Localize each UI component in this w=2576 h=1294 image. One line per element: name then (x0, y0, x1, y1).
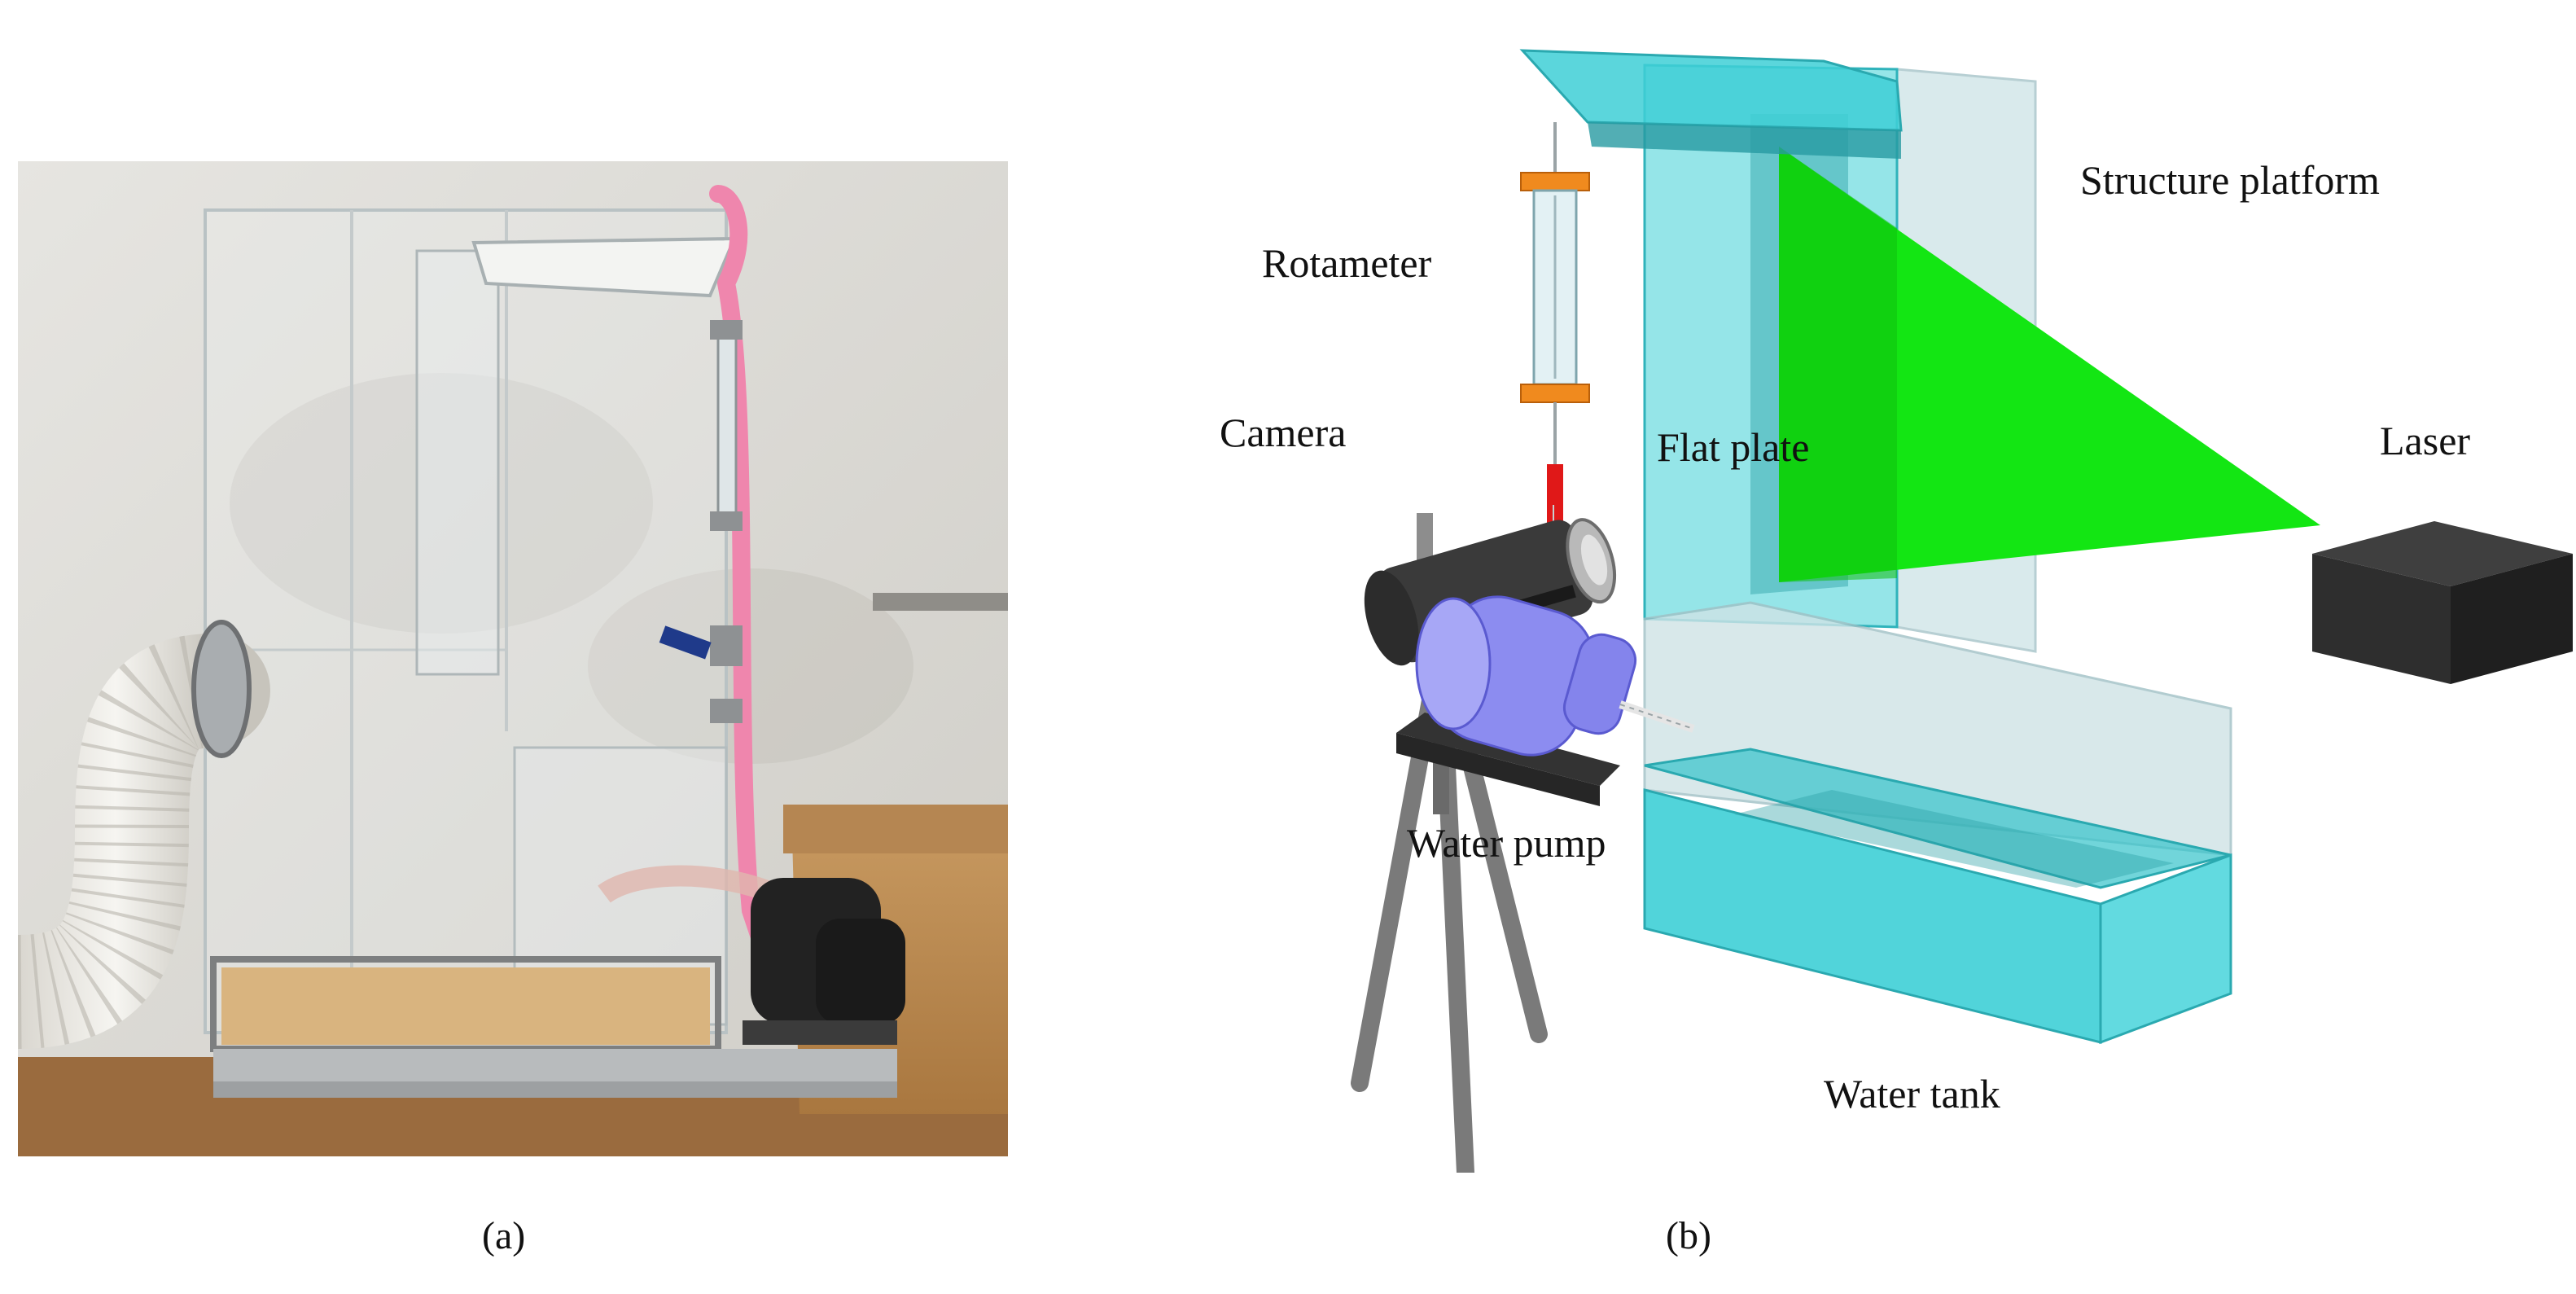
label-structure-platform: Structure platform (2080, 157, 2380, 203)
pump-body (1415, 595, 1637, 757)
laser-box-front (2312, 554, 2451, 684)
caption-panel-a: (a) (482, 1214, 526, 1257)
base-sand (221, 967, 710, 1045)
pump-motor-photo (816, 919, 905, 1024)
laser-sheet-shade (1779, 147, 1897, 582)
wall-ledge (873, 593, 1008, 611)
pump-head (1562, 633, 1637, 735)
fitting (710, 699, 743, 723)
acrylic-tank-outline (204, 208, 728, 1034)
fitting (710, 511, 743, 531)
hose-flange (191, 620, 252, 758)
panel-a-photo (18, 161, 1008, 1156)
structure-platform (1519, 49, 1903, 132)
laser-box-side (2451, 554, 2573, 684)
tank-side-face (2099, 853, 2232, 1045)
valve-handle (659, 625, 712, 660)
return-pipe (598, 865, 780, 905)
camera-lens-glass (1580, 534, 1608, 586)
valve (710, 625, 743, 666)
inlet-channel (471, 236, 738, 298)
wall-stain (230, 373, 653, 634)
rotameter-photo (716, 322, 738, 521)
label-camera: Camera (1220, 410, 1347, 455)
inner-flat-plate (415, 249, 500, 676)
label-flat-plate: Flat plate (1657, 424, 1810, 470)
wooden-counter-top (783, 805, 1008, 853)
laser-sheet (1779, 147, 2320, 582)
pump-base-photo (743, 1020, 897, 1045)
rotameter-fitting-top (1520, 172, 1590, 191)
valve-red (1547, 464, 1563, 529)
camera-rear (1364, 570, 1419, 666)
label-water-pump: Water pump (1407, 820, 1606, 866)
structure-platform-underside (1588, 122, 1901, 159)
rotameter-fitting-bottom (1520, 384, 1590, 403)
tank-inner-floor (1734, 790, 2174, 888)
flex-hose (18, 634, 270, 1049)
pump-outlet-pipe-edge (1619, 704, 1694, 730)
panel-b-schematic (1351, 49, 2573, 1173)
label-water-tank: Water tank (1824, 1071, 2000, 1116)
aluminium-stand (213, 1049, 897, 1081)
pump-motor-face (1415, 597, 1492, 730)
caption-panel-b: (b) (1666, 1214, 1711, 1257)
pump-base-side (1396, 733, 1600, 806)
laser-box-top (2312, 521, 2573, 586)
label-laser: Laser (2380, 418, 2471, 463)
aluminium-stand (213, 1081, 897, 1098)
label-rotameter: Rotameter (1262, 240, 1432, 286)
fitting (710, 320, 743, 340)
